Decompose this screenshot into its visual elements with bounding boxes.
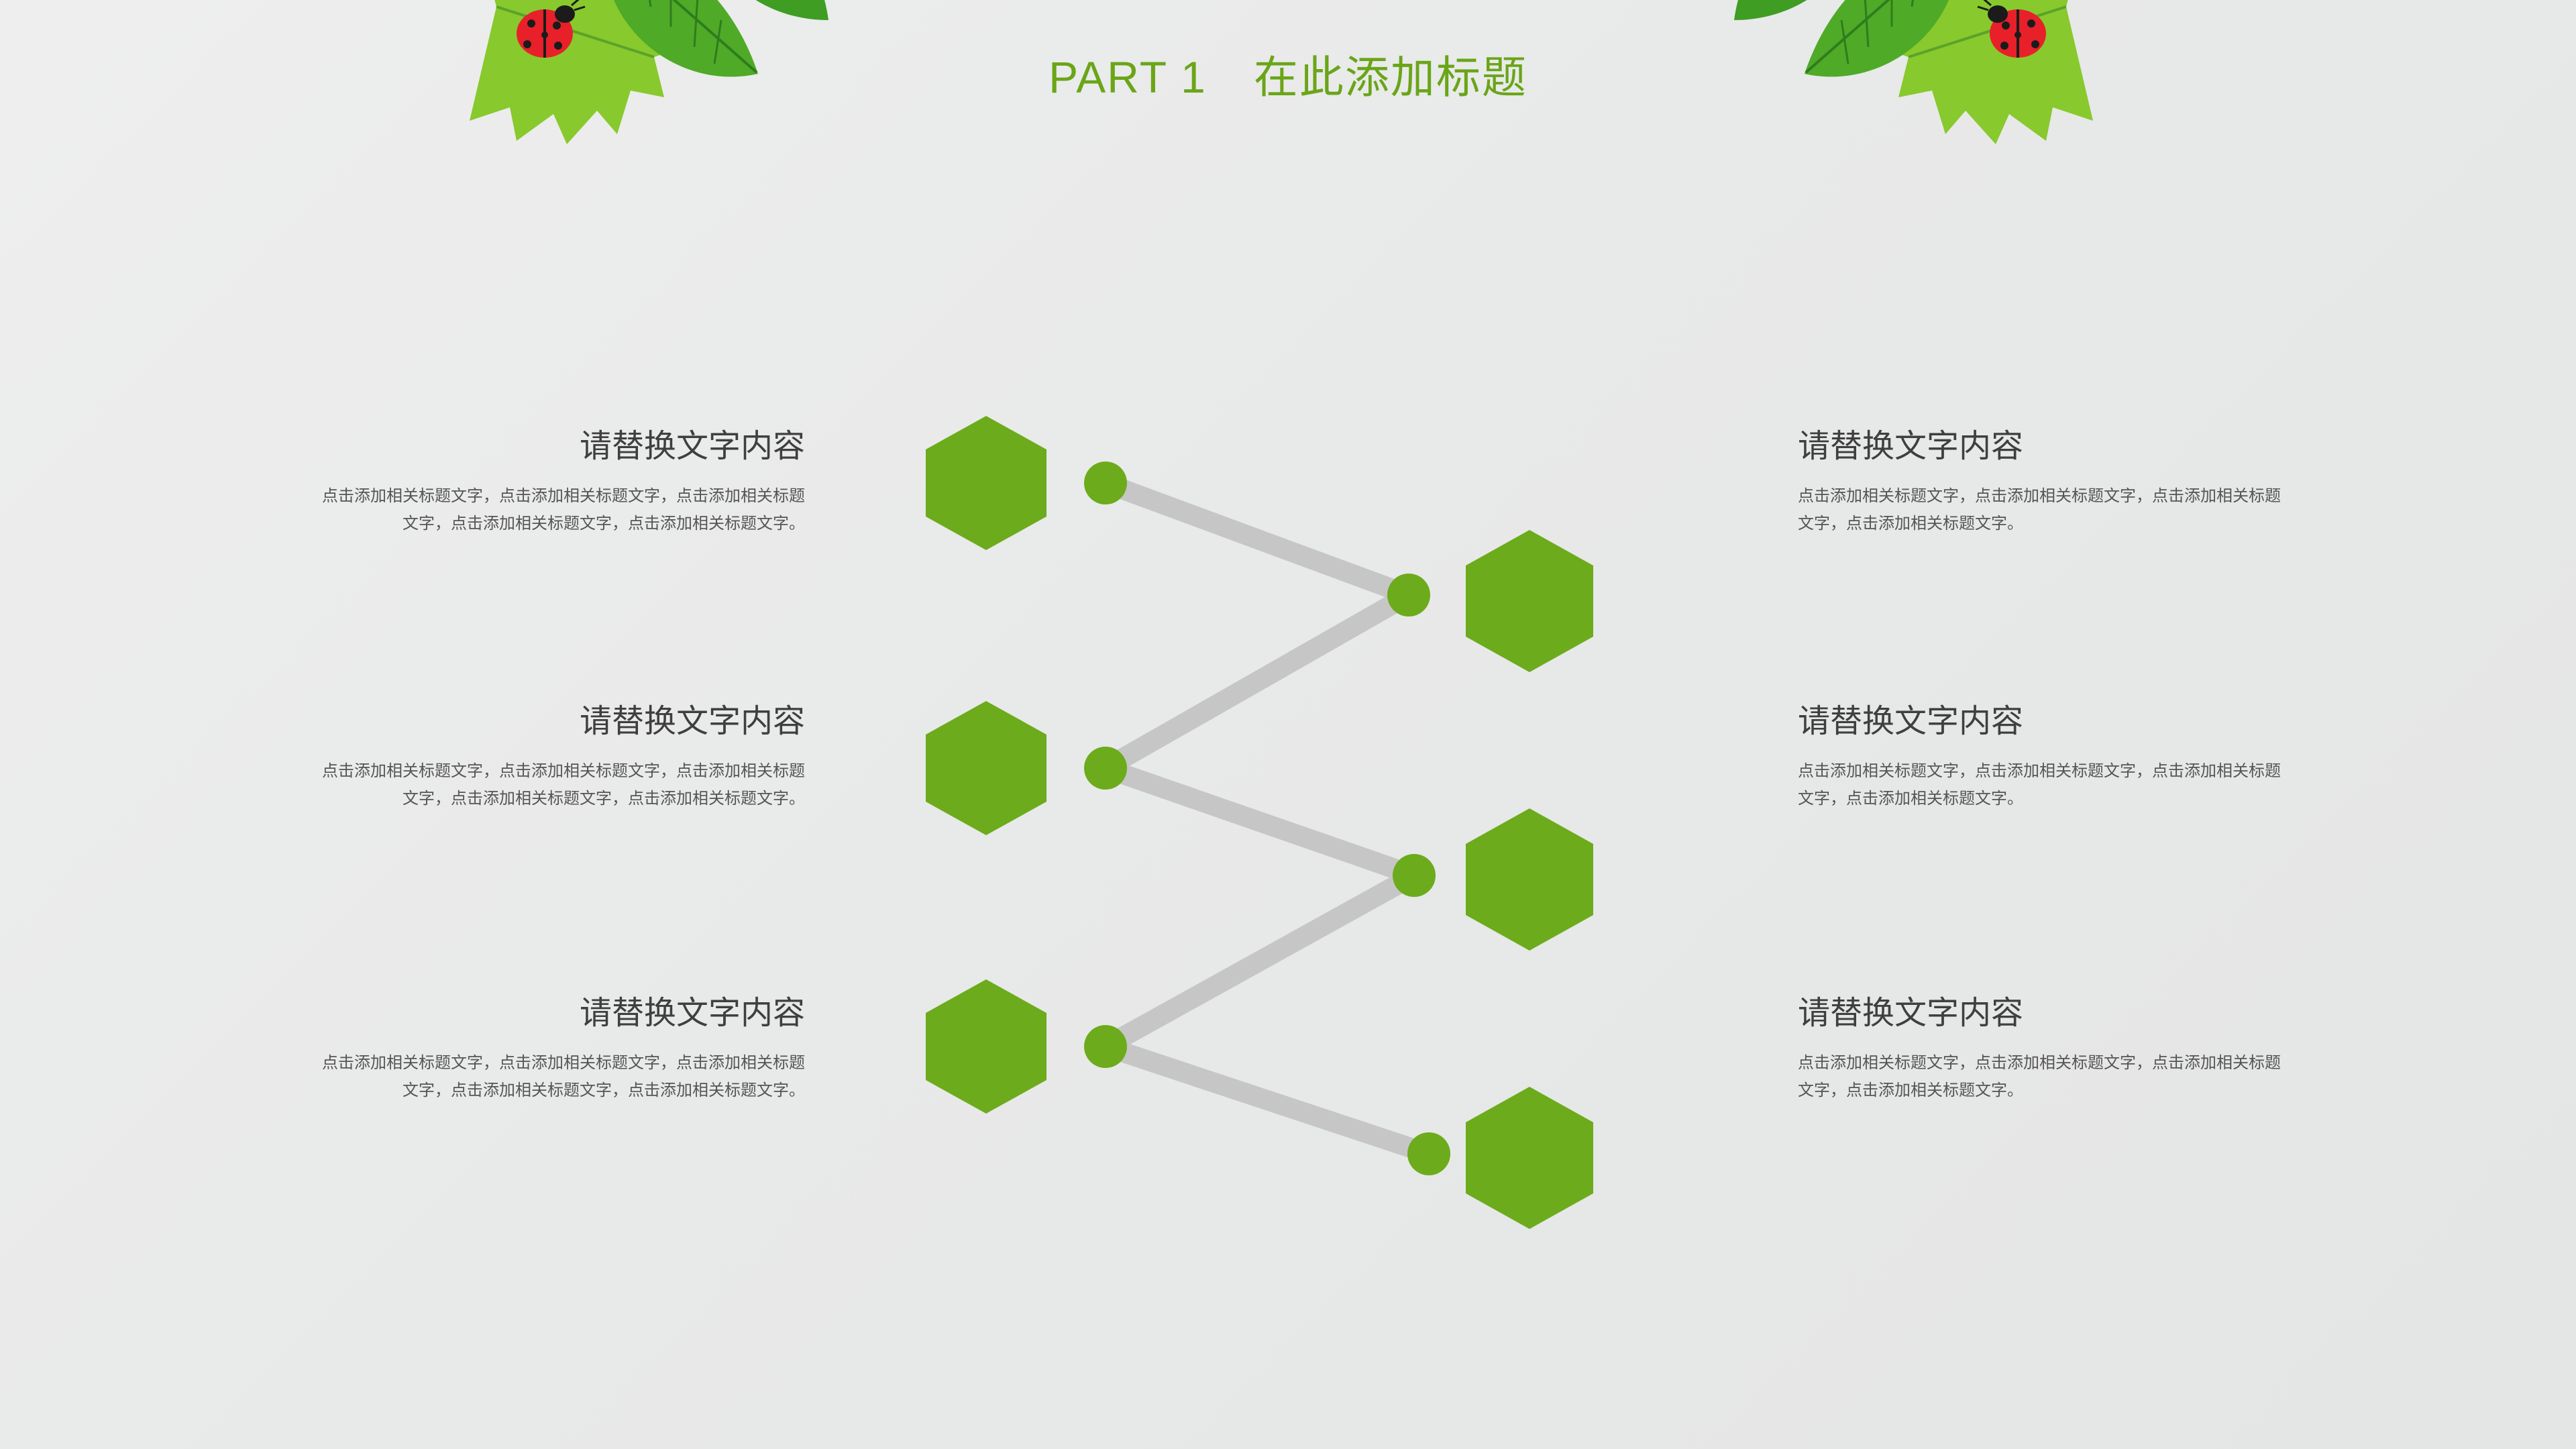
page-title: PART 1 在此添加标题 [0, 42, 2576, 106]
ladybug-icon [1977, 0, 2046, 58]
item-body: 点击添加相关标题文字，点击添加相关标题文字，点击添加相关标题文字，点击添加相关标… [1798, 761, 2281, 808]
diagram-connectors [1095, 473, 1439, 1164]
diagram-node-right-2 [1466, 808, 1593, 951]
item-body: 点击添加相关标题文字，点击添加相关标题文字，点击添加相关标题文字，点击添加相关标… [322, 486, 805, 533]
leaf-cluster-left [416, 0, 926, 215]
part-label: PART 1 [1049, 52, 1207, 102]
item-body: 点击添加相关标题文字，点击添加相关标题文字，点击添加相关标题文字，点击添加相关标… [322, 1053, 805, 1100]
item-body: 点击添加相关标题文字，点击添加相关标题文字，点击添加相关标题文字，点击添加相关标… [1798, 486, 2281, 533]
text-block-right-1: 请替换文字内容 点击添加相关标题文字，点击添加相关标题文字，点击添加相关标题文字… [1798, 429, 2281, 537]
leaf-cluster-icon [1734, 0, 2093, 144]
diagram-node-left-1 [926, 416, 1046, 550]
text-block-right-2: 请替换文字内容 点击添加相关标题文字，点击添加相关标题文字，点击添加相关标题文字… [1798, 704, 2281, 812]
leaf-cluster-right [1637, 0, 2147, 215]
diagram-connector-dots [1084, 462, 1450, 1175]
text-block-left-1: 请替换文字内容 点击添加相关标题文字，点击添加相关标题文字，点击添加相关标题文字… [322, 429, 805, 537]
text-block-right-3: 请替换文字内容 点击添加相关标题文字，点击添加相关标题文字，点击添加相关标题文字… [1798, 996, 2281, 1104]
item-heading: 请替换文字内容 [579, 704, 805, 739]
diagram-node-left-2 [926, 701, 1046, 835]
item-body: 点击添加相关标题文字，点击添加相关标题文字，点击添加相关标题文字，点击添加相关标… [322, 761, 805, 808]
item-heading: 请替换文字内容 [579, 429, 805, 464]
zigzag-diagram [926, 376, 1664, 1315]
ladybug-icon [517, 0, 586, 58]
item-heading: 请替换文字内容 [579, 996, 805, 1031]
text-block-left-2: 请替换文字内容 点击添加相关标题文字，点击添加相关标题文字，点击添加相关标题文字… [322, 704, 805, 812]
text-block-left-3: 请替换文字内容 点击添加相关标题文字，点击添加相关标题文字，点击添加相关标题文字… [322, 996, 805, 1104]
item-heading: 请替换文字内容 [1798, 704, 2024, 739]
diagram-node-right-3 [1466, 1087, 1593, 1229]
diagram-node-right-1 [1466, 530, 1593, 672]
leaf-cluster-icon [470, 0, 828, 144]
item-heading: 请替换文字内容 [1798, 429, 2024, 464]
title-text: 在此添加标题 [1253, 52, 1527, 102]
diagram-node-left-3 [926, 979, 1046, 1114]
item-body: 点击添加相关标题文字，点击添加相关标题文字，点击添加相关标题文字，点击添加相关标… [1798, 1053, 2281, 1100]
item-heading: 请替换文字内容 [1798, 996, 2024, 1031]
diagram-svg [926, 416, 1593, 1229]
